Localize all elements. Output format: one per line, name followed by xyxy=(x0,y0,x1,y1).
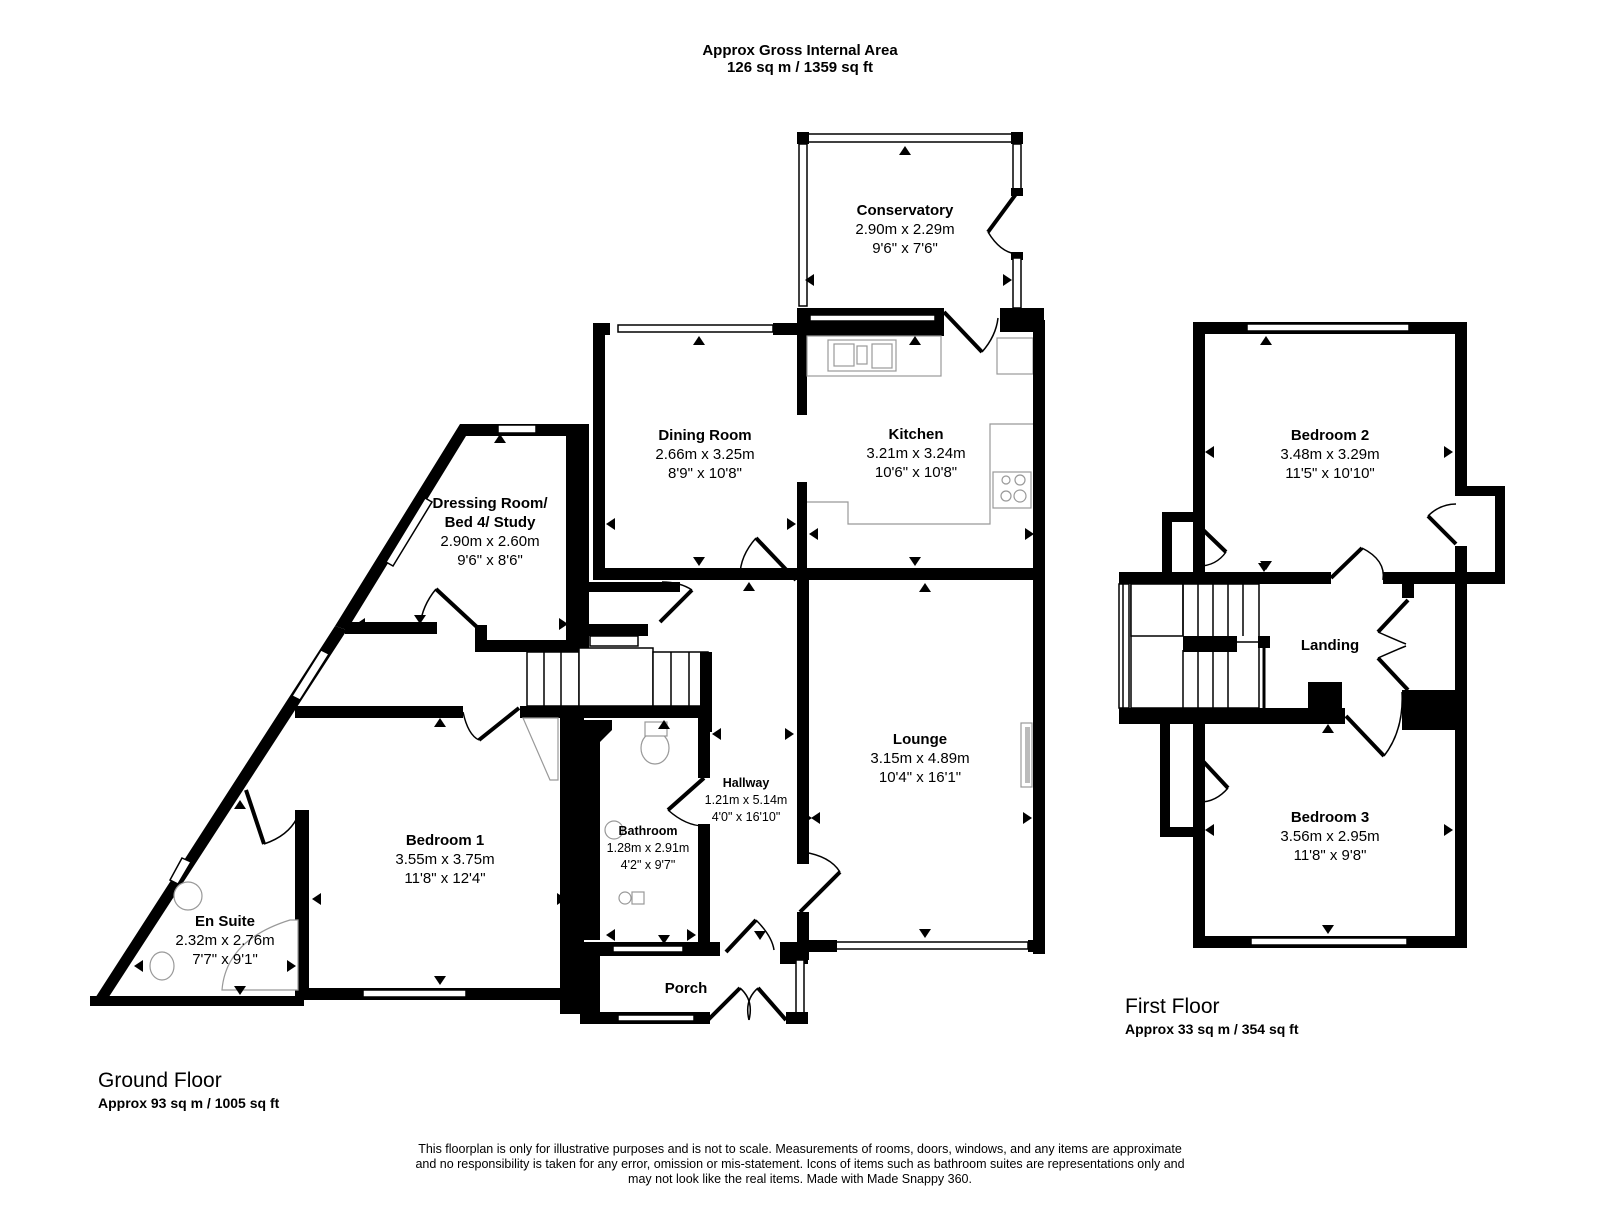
first-floor-caption: First Floor Approx 33 sq m / 354 sq ft xyxy=(1125,995,1299,1037)
room-conservatory-metric: 2.90m x 2.29m xyxy=(855,221,954,238)
room-bathroom-name: Bathroom xyxy=(618,824,677,838)
room-bedroom2-metric: 3.48m x 3.29m xyxy=(1280,446,1379,463)
room-hallway-metric: 1.21m x 5.14m xyxy=(705,793,788,807)
room-bedroom1-name: Bedroom 1 xyxy=(406,832,484,849)
room-dressing-imperial: 9'6" x 8'6" xyxy=(457,552,523,569)
room-ensuite-name: En Suite xyxy=(195,913,255,930)
room-landing-name: Landing xyxy=(1301,637,1359,654)
ground-floor-area: Approx 93 sq m / 1005 sq ft xyxy=(98,1095,280,1111)
room-bathroom-metric: 1.28m x 2.91m xyxy=(607,841,690,855)
room-dining-name: Dining Room xyxy=(658,427,751,444)
room-conservatory-imperial: 9'6" x 7'6" xyxy=(872,240,938,257)
room-dining-imperial: 8'9" x 10'8" xyxy=(668,465,742,482)
room-bedroom3-imperial: 11'8" x 9'8" xyxy=(1294,847,1367,864)
room-dressing-name: Dressing Room/ xyxy=(432,495,548,512)
gia-value: 126 sq m / 1359 sq ft xyxy=(727,59,873,76)
porch xyxy=(580,942,808,1024)
gross-internal-area: Approx Gross Internal Area 126 sq m / 13… xyxy=(0,42,1600,76)
room-lounge-metric: 3.15m x 4.89m xyxy=(870,750,969,767)
room-lounge-imperial: 10'4" x 16'1" xyxy=(879,769,961,786)
first-floor-plan xyxy=(1118,322,1505,948)
disclaimer-line-1: This floorplan is only for illustrative … xyxy=(418,1142,1182,1156)
first-floor-title: First Floor xyxy=(1125,995,1220,1018)
room-bedroom1-imperial: 11'8" x 12'4" xyxy=(404,870,485,887)
room-conservatory-name: Conservatory xyxy=(857,202,954,219)
disclaimer-line-3: may not look like the real items. Made w… xyxy=(628,1172,972,1186)
room-bathroom-imperial: 4'2" x 9'7" xyxy=(621,858,676,872)
dressing-room xyxy=(335,424,589,654)
gia-title: Approx Gross Internal Area xyxy=(702,42,898,59)
room-kitchen-imperial: 10'6" x 10'8" xyxy=(875,464,957,481)
room-dressing-name2: Bed 4/ Study xyxy=(445,514,537,531)
room-hallway-imperial: 4'0" x 16'10" xyxy=(712,810,781,824)
room-dressing-metric: 2.90m x 2.60m xyxy=(440,533,539,550)
room-kitchen-name: Kitchen xyxy=(888,426,943,443)
disclaimer: This floorplan is only for illustrative … xyxy=(360,1142,1240,1187)
room-bedroom2-name: Bedroom 2 xyxy=(1291,427,1369,444)
room-kitchen-metric: 3.21m x 3.24m xyxy=(866,445,965,462)
room-ensuite-imperial: 7'7" x 9'1" xyxy=(192,951,258,968)
room-hallway-name: Hallway xyxy=(723,776,770,790)
room-lounge-name: Lounge xyxy=(893,731,947,748)
room-labels: Conservatory 2.90m x 2.29m 9'6" x 7'6" D… xyxy=(175,202,1379,997)
en-suite xyxy=(90,789,304,1006)
first-floor-area: Approx 33 sq m / 354 sq ft xyxy=(1125,1021,1299,1037)
room-bedroom3-metric: 3.56m x 2.95m xyxy=(1280,828,1379,845)
disclaimer-line-2: and no responsibility is taken for any e… xyxy=(415,1157,1185,1171)
room-dining-metric: 2.66m x 3.25m xyxy=(655,446,754,463)
room-bedroom3-name: Bedroom 3 xyxy=(1291,809,1369,826)
bathroom xyxy=(580,706,720,956)
room-bedroom1-metric: 3.55m x 3.75m xyxy=(395,851,494,868)
room-porch-name: Porch xyxy=(665,980,708,997)
ground-floor-plan xyxy=(90,132,1045,1024)
ground-floor-caption: Ground Floor Approx 93 sq m / 1005 sq ft xyxy=(98,1069,279,1111)
bedroom-1 xyxy=(295,706,584,1014)
room-ensuite-metric: 2.32m x 2.76m xyxy=(175,932,274,949)
room-bedroom2-imperial: 11'5" x 10'10" xyxy=(1285,465,1375,482)
ground-floor-title: Ground Floor xyxy=(98,1069,222,1092)
